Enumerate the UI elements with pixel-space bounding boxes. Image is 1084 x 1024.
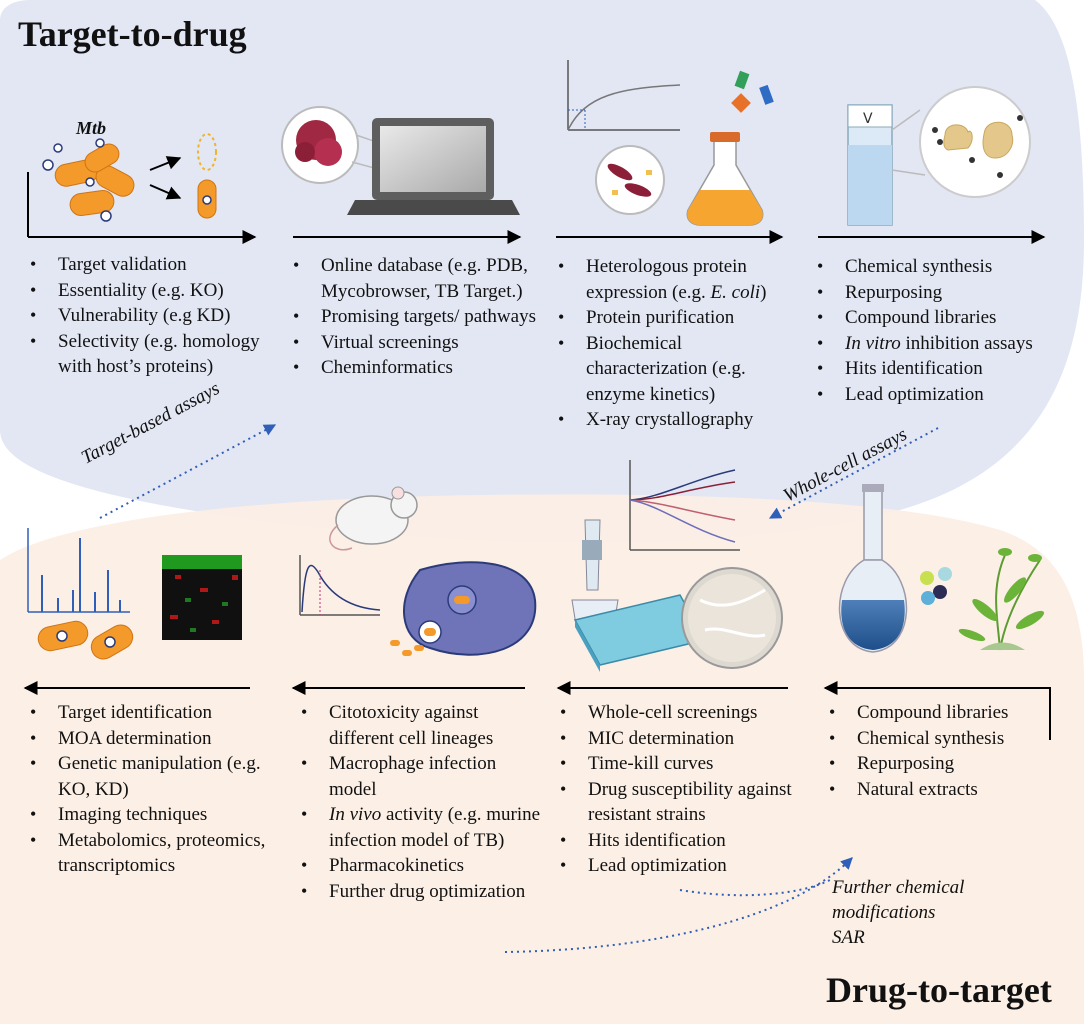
natural-extracts-illustration: [838, 484, 1045, 653]
step5-list: Target identification MOA determination …: [28, 700, 268, 879]
mtb-bacteria-illustration: [42, 133, 217, 222]
heatmap-illustration: [162, 555, 242, 640]
list-item: Natural extracts: [827, 777, 1067, 803]
list-item: Repurposing: [827, 751, 1067, 777]
list-item: Time-kill curves: [558, 751, 828, 777]
item-text-italic: E. coli: [710, 281, 761, 303]
drug-to-target-title: Drug-to-target: [826, 970, 1052, 1010]
growth-curve-illustration: [629, 460, 740, 551]
step8-list: Compound libraries Chemical synthesis Re…: [827, 700, 1067, 802]
step6-list: Citotoxicity against different cell line…: [299, 700, 544, 904]
list-item: Vulnerability (e.g KD): [28, 303, 268, 329]
list-item: Macrophage infection model: [299, 751, 544, 802]
list-item: Chemical synthesis: [815, 254, 1080, 280]
enzyme-kinetics-illustration: [567, 60, 774, 226]
list-item: Imaging techniques: [28, 802, 268, 828]
list-item: Essentiality (e.g. KO): [28, 278, 268, 304]
target-to-drug-region: [0, 0, 1084, 543]
item-text: ): [760, 281, 767, 303]
mass-spec-illustration: [27, 528, 134, 660]
list-item: Cheminformatics: [291, 355, 536, 381]
step3-list: Heterologous protein expression (e.g. E.…: [556, 254, 796, 433]
list-item: MIC determination: [558, 726, 828, 752]
step1-list: Target validation Essentiality (e.g. KO)…: [28, 252, 268, 380]
list-item: Hits identification: [558, 828, 828, 854]
list-item: Chemical synthesis: [827, 726, 1067, 752]
list-item: Citotoxicity against different cell line…: [299, 700, 544, 751]
laptop-illustration: [281, 106, 520, 215]
list-item: Whole-cell screenings: [558, 700, 828, 726]
list-item: Heterologous protein expression (e.g. E.…: [556, 254, 796, 305]
list-item: MOA determination: [28, 726, 268, 752]
list-item: X-ray crystallography: [556, 407, 796, 433]
list-item: Pharmacokinetics: [299, 853, 544, 879]
list-item: In vivo activity (e.g. murine infection …: [299, 802, 544, 853]
item-text-italic: In vitro: [845, 332, 901, 354]
plate-screening-illustration: [571, 519, 783, 672]
step2-list: Online database (e.g. PDB, Mycobrowser, …: [291, 253, 536, 381]
list-item: Protein purification: [556, 305, 796, 331]
list-item: Hits identification: [815, 356, 1080, 382]
step4-list: Chemical synthesis Repurposing Compound …: [815, 254, 1080, 407]
item-text-italic: In vivo: [329, 804, 382, 825]
list-item: Lead optimization: [558, 853, 828, 879]
list-item: Compound libraries: [827, 700, 1067, 726]
list-item: Biochemical characterization (e.g. enzym…: [556, 331, 796, 408]
list-item: Target identification: [28, 700, 268, 726]
target-to-drug-title: Target-to-drug: [18, 14, 247, 54]
inhibition-assay-illustration: V: [847, 86, 1031, 226]
list-item: Online database (e.g. PDB, Mycobrowser, …: [291, 253, 536, 304]
list-item: Promising targets/ pathways: [291, 304, 536, 330]
list-item: Virtual screenings: [291, 330, 536, 356]
list-item: Further drug optimization: [299, 879, 544, 905]
list-item: In vitro inhibition assays: [815, 331, 1080, 357]
note-line: Further chemical: [832, 877, 965, 898]
list-item: Compound libraries: [815, 305, 1080, 331]
list-item: Target validation: [28, 252, 268, 278]
whole-cell-assays-arrow: [768, 427, 939, 519]
svg-text:V: V: [863, 111, 873, 127]
further-modifications-note: Further chemical modifications SAR: [832, 875, 964, 950]
note-line: modifications: [832, 902, 936, 923]
list-item: Genetic manipulation (e.g. KO, KD): [28, 751, 268, 802]
list-item: Drug susceptibility against resistant st…: [558, 777, 828, 828]
item-text: inhibition assays: [900, 332, 1033, 354]
further-modifications-arrow-2: [679, 879, 831, 897]
mouse-pk-illustration: [299, 486, 537, 656]
item-text: Heterologous protein expression (e.g.: [586, 256, 747, 303]
item-text: activity (e.g. murine infection model of…: [329, 804, 541, 851]
list-item: Metabolomics, proteomics, transcriptomic…: [28, 828, 268, 879]
step7-list: Whole-cell screenings MIC determination …: [558, 700, 828, 879]
list-item: Lead optimization: [815, 382, 1080, 408]
list-item: Selectivity (e.g. homology with host’s p…: [28, 329, 268, 380]
list-item: Repurposing: [815, 280, 1080, 306]
mtb-label: Mtb: [76, 118, 107, 138]
note-line: SAR: [832, 927, 865, 948]
